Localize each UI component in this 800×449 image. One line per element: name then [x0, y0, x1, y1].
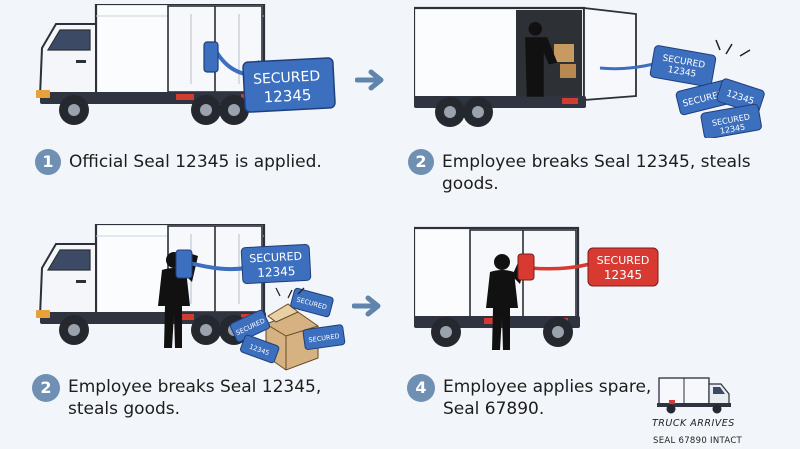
- right-arrow-icon: [355, 69, 384, 91]
- step-caption-2: 2 Employee breaks Seal 12345, steals goo…: [408, 149, 800, 195]
- arrival-note-title: TRUCK ARRIVES: [652, 418, 735, 429]
- seal-label-line2: 12345: [604, 268, 642, 282]
- step-text: Employee breaks Seal 12345, steals goods…: [442, 152, 751, 194]
- person-silhouette-icon: [486, 254, 526, 350]
- step-number-badge: 2: [32, 374, 60, 402]
- step-caption-1: 1 Official Seal 12345 is applied.: [35, 149, 322, 175]
- panel-step-2: SECURED12345 SECURED 12345 SECURED12345: [412, 4, 800, 140]
- arrival-note-status: SEAL 67890 INTACT: [653, 436, 743, 446]
- step-caption-3: 2 Employee breaks Seal 12345, steals goo…: [32, 374, 322, 420]
- step-number-badge: 1: [35, 149, 61, 175]
- panel-step-4: SECURED 12345: [412, 224, 674, 364]
- truck-icon: [657, 377, 731, 414]
- right-arrow-icon: [352, 295, 381, 317]
- step-number-badge: 2: [408, 149, 434, 175]
- step-number-badge: 4: [407, 374, 435, 402]
- step-text: Employee applies spare, Seal 67890.: [443, 377, 652, 419]
- seal-label-line1: SECURED: [249, 250, 302, 266]
- person-silhouette-icon: [525, 22, 558, 97]
- seal-label-line2: 12345: [263, 86, 312, 106]
- panel-step-1: SECURED 12345: [34, 2, 356, 134]
- seal-label-line1: SECURED: [253, 68, 321, 87]
- step-text: Employee breaks Seal 12345, steals goods…: [68, 377, 322, 419]
- seal-label-line1: SECURED: [597, 254, 650, 267]
- seal-label-line2: 12345: [257, 264, 296, 280]
- truck-icon: SECURED 12345: [34, 2, 336, 127]
- step-text: Official Seal 12345 is applied.: [69, 152, 322, 172]
- panel-step-3: SECURED 12345 SECURED 12345 SECURED SECU…: [34, 222, 356, 374]
- step-caption-4: 4 Employee applies spare, Seal 67890.: [407, 374, 652, 420]
